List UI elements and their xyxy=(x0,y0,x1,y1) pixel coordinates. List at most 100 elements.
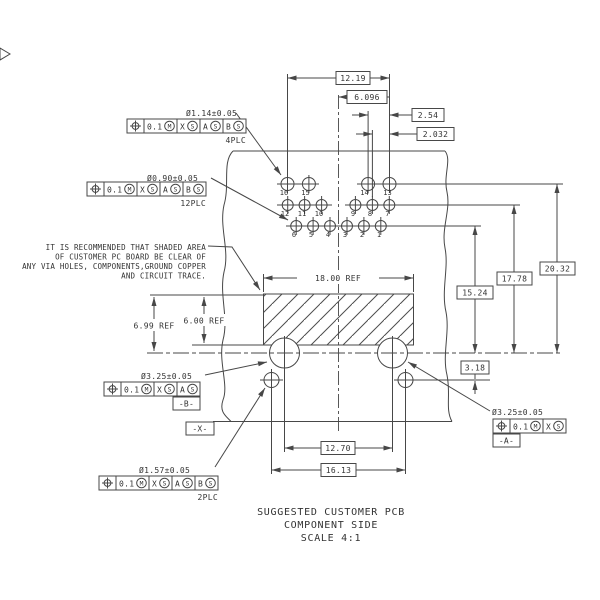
rfs-letter: S xyxy=(151,187,155,194)
hole-16-label: 16 xyxy=(280,189,288,197)
dim-value: 17.78 xyxy=(502,275,528,284)
datum-ref: A xyxy=(163,186,168,195)
dim-value: 3.18 xyxy=(465,364,485,373)
callout-via-holes: Ø0.90±0.05 0.1 M X S A S B S 12PLC xyxy=(86,173,289,221)
datum-ref: X xyxy=(140,186,145,195)
datum-ref: A xyxy=(180,386,185,395)
datum-ref: B xyxy=(226,123,231,132)
centerlines xyxy=(147,95,563,432)
dim-value: 6.00 REF xyxy=(184,317,225,326)
board-outline xyxy=(213,150,453,422)
callout-big-hole-right: Ø3.25±0.05 0.1 M X S -A- xyxy=(407,361,567,448)
mmc-modifier-icon xyxy=(124,183,135,195)
dim-18-00-ref: 18.00 REF xyxy=(263,271,414,284)
position-symbol-icon xyxy=(102,477,113,489)
tolerance-value: 0.1 xyxy=(124,386,139,395)
rfs-modifier-icon xyxy=(193,183,204,195)
feature-control-frame: 0.1 M X S A S B S xyxy=(98,475,219,491)
hole-3-label: 3 xyxy=(343,231,347,239)
callout-top-holes: Ø1.14±0.05 0.1 M X S A S B S 4PLC xyxy=(126,108,282,176)
hole-11-label: 11 xyxy=(298,210,306,218)
dim-6-00-ref: 6.00 REF xyxy=(177,297,231,343)
dim-16-13: 16.13 xyxy=(271,463,406,477)
drawing-title: SUGGESTED CUSTOMER PCB xyxy=(257,507,405,518)
rfs-modifier-icon xyxy=(147,183,158,195)
drawing-scale: SCALE 4:1 xyxy=(301,533,362,544)
rfs-modifier-icon xyxy=(182,477,193,489)
dim-value: 12.70 xyxy=(325,444,351,453)
dim-value: 2.54 xyxy=(418,111,438,120)
mmc-letter: M xyxy=(145,387,149,394)
note-line-1: IT IS RECOMMENDED THAT SHADED AREA xyxy=(46,243,207,252)
tolerance-value: 0.1 xyxy=(119,480,134,489)
note-line-4: AND CIRCUIT TRACE. xyxy=(121,272,206,281)
mmc-letter: M xyxy=(128,187,132,194)
title-block: SUGGESTED CUSTOMER PCB COMPONENT SIDE SC… xyxy=(257,507,405,544)
hole-13-label: 13 xyxy=(383,189,391,197)
places-label: 12PLC xyxy=(180,199,206,208)
rfs-letter: S xyxy=(557,424,561,431)
dim-value: 6.99 REF xyxy=(134,322,175,331)
dim-12-19: 12.19 xyxy=(287,71,390,85)
rfs-letter: S xyxy=(174,187,178,194)
dim-value: 6.096 xyxy=(354,93,380,102)
dim-value: 16.13 xyxy=(326,466,352,475)
rfs-letter: S xyxy=(237,124,241,131)
mmc-letter: M xyxy=(140,481,144,488)
datum-ref: A xyxy=(203,123,208,132)
leader-line xyxy=(204,361,268,376)
dim-2-032: 2.032 xyxy=(356,127,455,141)
mmc-letter: M xyxy=(534,424,538,431)
rfs-letter: S xyxy=(214,124,218,131)
places-label: 4PLC xyxy=(226,136,246,145)
diameter-label: Ø1.14±0.05 xyxy=(186,108,237,118)
mmc-modifier-icon xyxy=(164,120,175,132)
extension-lines xyxy=(150,74,414,474)
rfs-modifier-icon xyxy=(187,120,198,132)
datum-flag-x-label: -X- xyxy=(192,425,207,434)
datum-flag-x: -X- xyxy=(185,421,215,436)
dim-3-18: 3.18 xyxy=(460,360,490,394)
feature-control-frame: 0.1 M X S xyxy=(492,418,567,434)
dim-6-096: 6.096 xyxy=(338,90,390,104)
rfs-letter: S xyxy=(191,124,195,131)
hole-7-label: 7 xyxy=(385,210,389,218)
datum-ref: X xyxy=(180,123,185,132)
callout-mount-holes: Ø1.57±0.05 0.1 M X S A S B S 2PLC xyxy=(98,387,266,502)
leader-line xyxy=(210,177,289,221)
diameter-label: Ø1.57±0.05 xyxy=(139,465,190,475)
mmc-modifier-icon xyxy=(136,477,147,489)
dim-17-78: 17.78 xyxy=(496,205,533,353)
datum-ref: X xyxy=(546,423,551,432)
hole-14-label: 14 xyxy=(360,189,368,197)
hole-1-label: 1 xyxy=(377,231,381,239)
datum-flag-a-box xyxy=(492,433,521,448)
feature-control-frame: 0.1 M X S A S xyxy=(103,381,201,397)
dim-6-99-ref: 6.99 REF xyxy=(127,297,181,351)
dim-20-32: 20.32 xyxy=(539,184,576,353)
rfs-letter: S xyxy=(186,481,190,488)
hole-8-label: 8 xyxy=(368,210,372,218)
hole-15-label: 15 xyxy=(301,189,309,197)
rfs-letter: S xyxy=(163,481,167,488)
datum-flag-b: -B- xyxy=(179,400,194,409)
rfs-modifier-icon xyxy=(553,420,564,432)
board-break-left xyxy=(221,150,234,422)
hole-2-label: 2 xyxy=(360,231,364,239)
position-symbol-icon xyxy=(107,383,118,395)
rfs-modifier-icon xyxy=(233,120,244,132)
rfs-modifier-icon xyxy=(164,383,175,395)
rfs-modifier-icon xyxy=(210,120,221,132)
dim-value: 2.032 xyxy=(423,130,449,139)
note-line-3: ANY VIA HOLES, COMPONENTS,GROUND COPPER xyxy=(22,262,206,271)
datum-flag-b-box xyxy=(172,396,201,411)
hole-10-label: 10 xyxy=(315,210,323,218)
dim-12-70: 12.70 xyxy=(284,441,393,455)
rfs-letter: S xyxy=(191,387,195,394)
dim-value: 18.00 REF xyxy=(315,274,361,283)
dim-value: 15.24 xyxy=(462,289,488,298)
diameter-label: Ø3.25±0.05 xyxy=(141,371,192,381)
rfs-letter: S xyxy=(168,387,172,394)
dim-value: 12.19 xyxy=(340,74,366,83)
datum-ref: X xyxy=(152,480,157,489)
